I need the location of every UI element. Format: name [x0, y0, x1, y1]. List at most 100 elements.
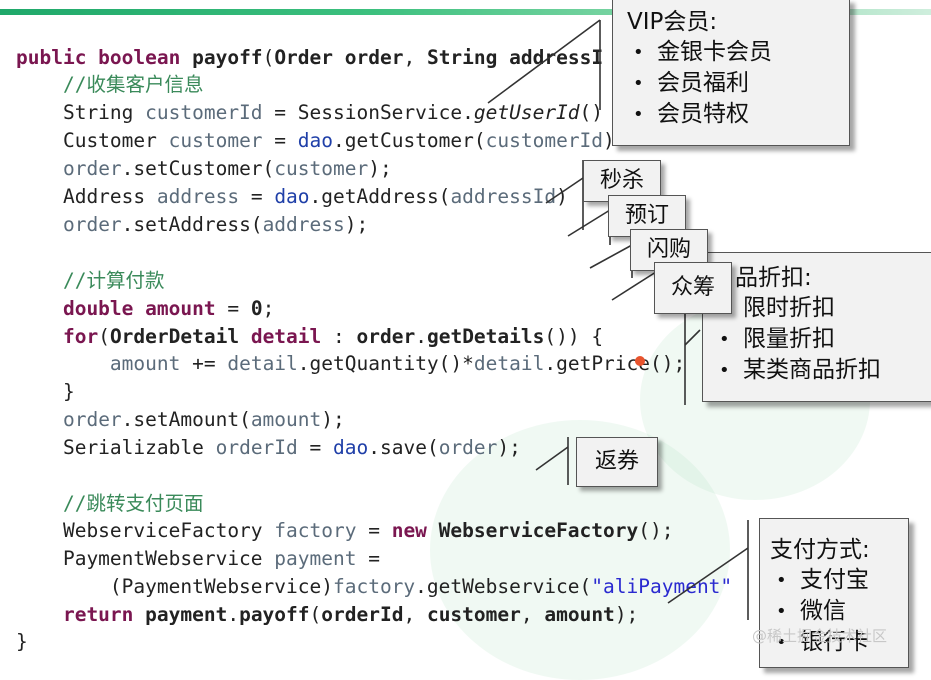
code-line: (PaymentWebservice)factory.getWebservice… [16, 575, 732, 599]
discount-callout-item: 限量折扣 [713, 324, 931, 355]
code-token: PaymentWebservice [16, 547, 275, 570]
code-token: Serializable [16, 436, 216, 459]
code-token: ( [98, 325, 110, 348]
code-token: = [215, 297, 251, 320]
code-token: , [403, 46, 427, 69]
code-token: return [16, 603, 146, 626]
code-line: WebserviceFactory factory = new Webservi… [16, 519, 674, 543]
code-token: } [16, 380, 75, 403]
code-token: .setCustomer( [121, 157, 275, 180]
code-token: address [156, 185, 240, 208]
code-token: Order [274, 46, 345, 69]
code-token: .getCustomer( [333, 129, 486, 152]
code-token: customerId [145, 101, 263, 124]
code-token: dao [297, 129, 334, 152]
code-token: payment [145, 603, 228, 626]
code-token: ); [321, 408, 345, 431]
code-token: } [16, 630, 28, 653]
vip-callout-item: 会员特权 [627, 99, 849, 130]
code-token: , [403, 603, 427, 626]
code-token: = [356, 519, 392, 542]
code-line: PaymentWebservice payment = [16, 547, 380, 571]
code-token: customer [274, 157, 369, 180]
code-token: () [579, 101, 604, 124]
code-token: address [262, 213, 345, 236]
code-token: orderId [321, 603, 404, 626]
tag-crowdfund: 众筹 [654, 262, 732, 314]
code-line: double amount = 0; [16, 297, 274, 321]
code-token: ; [262, 297, 275, 320]
code-line: amount += detail.getQuantity()*detail.ge… [16, 352, 685, 376]
code-token: ( [309, 603, 322, 626]
discount-callout-item: 某类商品折扣 [713, 355, 931, 386]
code-token: for [16, 325, 99, 348]
code-token: ) [556, 185, 568, 208]
code-token: order [344, 46, 404, 69]
site-watermark: @稀土掘金技术社区 [752, 627, 888, 645]
payment-callout-title: 支付方式: [770, 537, 870, 563]
code-token: , [520, 603, 545, 626]
code-token: = SessionService. [262, 101, 474, 124]
code-token: WebserviceFactory [438, 519, 639, 542]
code-token: factory [332, 575, 416, 598]
code-line: //计算付款 [16, 269, 165, 293]
code-token: addressId [450, 185, 557, 208]
code-token: double [16, 297, 146, 320]
code-token: order [62, 157, 122, 180]
code-token [16, 157, 63, 180]
code-token: amount [544, 603, 615, 626]
code-token: getDetails [426, 325, 545, 348]
discount-callout-title: 品折扣: [735, 265, 812, 291]
code-line: String customerId = SessionService.getUs… [16, 101, 603, 125]
code-line: Customer customer = dao.getCustomer(cust… [16, 129, 615, 153]
code-token: //收集客户信息 [16, 73, 204, 96]
vip-callout: VIP会员: 金银卡会员 会员福利 会员特权 [612, 0, 850, 146]
code-token: getUserId [473, 101, 580, 124]
code-token: payoff [192, 46, 263, 69]
code-token: amount [145, 297, 216, 320]
code-line: order.setAmount(amount); [16, 408, 345, 432]
code-token: order [438, 436, 498, 459]
code-token [16, 352, 110, 375]
code-token: "aliPayment" [591, 575, 733, 598]
code-token: ); [497, 436, 521, 459]
code-token: ) [603, 129, 615, 152]
code-token: = [262, 129, 298, 152]
code-token [16, 408, 63, 431]
code-token: payoff [239, 603, 310, 626]
code-token: = [356, 547, 380, 570]
vip-callout-list: 金银卡会员 会员福利 会员特权 [627, 37, 849, 130]
code-token: 0 [250, 297, 263, 320]
code-token: .getQuantity()* [297, 352, 474, 375]
code-token: .getPrice(); [544, 352, 686, 375]
code-token: detail [250, 325, 322, 348]
code-token: order [62, 213, 122, 236]
code-token: amount [250, 408, 322, 431]
code-line: return payment.payoff(orderId, customer,… [16, 603, 638, 627]
code-token: += [180, 352, 228, 375]
payment-callout: 支付方式: 支付宝 微信 银行卡 [759, 518, 909, 668]
payment-callout-item: 支付宝 [770, 565, 908, 596]
code-line: for(OrderDetail detail : order.getDetail… [16, 325, 603, 349]
code-line: Serializable orderId = dao.save(order); [16, 436, 521, 460]
code-token: new [391, 519, 439, 542]
code-token: String [16, 101, 146, 124]
code-token: detail [473, 352, 545, 375]
discount-callout: 品折扣: 限时折扣 限量折扣 某类商品折扣 [702, 252, 931, 402]
code-line: } [16, 630, 28, 654]
code-line: //收集客户信息 [16, 73, 204, 97]
code-token: = [239, 185, 275, 208]
code-token: amount [109, 352, 181, 375]
code-token: .getAddress( [309, 185, 451, 208]
code-token: ); [368, 157, 392, 180]
code-token: customer [426, 603, 521, 626]
code-line: public boolean payoff(Order order, Strin… [16, 46, 603, 70]
code-token: dao [333, 436, 369, 459]
code-token: .getWebservice( [415, 575, 592, 598]
accent-stripe [0, 9, 931, 15]
code-token: .setAddress( [121, 213, 263, 236]
code-token: . [227, 603, 240, 626]
mouse-cursor-indicator [635, 356, 645, 366]
code-block: public boolean payoff(Order order, Strin… [16, 46, 732, 654]
code-token: payment [274, 547, 357, 570]
